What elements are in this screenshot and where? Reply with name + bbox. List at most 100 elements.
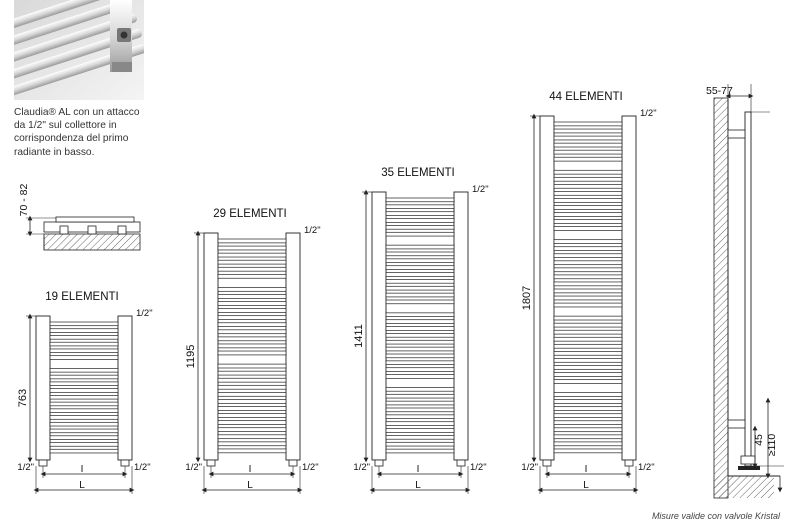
inlet-top-label: 1/2" bbox=[304, 225, 321, 236]
wall-distance-label: 55-77 bbox=[706, 85, 733, 97]
description-line: da 1/2" sul collettore in bbox=[14, 120, 117, 132]
heating-element bbox=[385, 353, 455, 359]
heating-element bbox=[217, 259, 287, 265]
heating-element bbox=[385, 374, 455, 379]
heating-element bbox=[385, 400, 455, 406]
description-line: corrispondenza del primo bbox=[14, 133, 129, 145]
heating-element bbox=[49, 408, 119, 413]
heating-element bbox=[49, 368, 119, 373]
heating-element bbox=[553, 267, 623, 273]
heating-element bbox=[49, 348, 119, 354]
heating-element bbox=[385, 360, 455, 365]
heating-element bbox=[217, 350, 287, 356]
bottom-connector bbox=[624, 459, 634, 467]
heating-element bbox=[553, 329, 623, 335]
inlet-bottom-left-label: 1/2" bbox=[17, 462, 34, 473]
heating-element bbox=[553, 135, 623, 141]
outer-width-label: L bbox=[583, 480, 589, 491]
height-label: 1195 bbox=[185, 345, 197, 369]
inlet-top-label: 1/2" bbox=[640, 108, 657, 119]
collector-right bbox=[117, 315, 133, 461]
heating-element bbox=[553, 343, 623, 349]
collector-left bbox=[539, 115, 555, 461]
heating-element bbox=[553, 142, 623, 148]
outer-width-label: L bbox=[79, 480, 85, 491]
heating-element bbox=[553, 406, 623, 411]
heating-element bbox=[49, 321, 119, 327]
bottom-connector bbox=[288, 459, 298, 467]
heating-element bbox=[385, 285, 455, 291]
heating-element bbox=[217, 322, 287, 327]
heating-element bbox=[385, 421, 455, 426]
heating-element bbox=[385, 448, 455, 454]
height-label: 1411 bbox=[353, 324, 365, 348]
heating-element bbox=[553, 121, 623, 127]
heating-element bbox=[217, 287, 287, 292]
heating-element bbox=[553, 434, 623, 440]
heating-element bbox=[553, 239, 623, 244]
heating-element bbox=[385, 339, 455, 345]
heating-element bbox=[217, 427, 287, 432]
heating-element bbox=[553, 212, 623, 217]
heating-element bbox=[385, 428, 455, 433]
heating-element bbox=[553, 176, 623, 182]
inlet-bottom-left-label: 1/2" bbox=[353, 462, 370, 473]
wall-bracket bbox=[727, 419, 746, 429]
bracket bbox=[59, 225, 69, 235]
inlet-bottom-right-label: 1/2" bbox=[638, 462, 655, 473]
heating-element bbox=[553, 295, 623, 301]
bottom-connector bbox=[456, 459, 466, 467]
heating-element bbox=[553, 315, 623, 321]
heating-element bbox=[385, 299, 455, 305]
heating-element bbox=[385, 231, 455, 237]
collector-left bbox=[35, 315, 51, 461]
heating-element bbox=[217, 420, 287, 425]
heating-element bbox=[385, 441, 455, 447]
heating-element bbox=[217, 266, 287, 272]
heating-element bbox=[49, 395, 119, 400]
radiator-photo-image bbox=[14, 0, 144, 100]
heating-element bbox=[385, 258, 455, 263]
collector-right bbox=[453, 191, 469, 461]
heating-element bbox=[217, 370, 287, 376]
heating-element bbox=[553, 358, 623, 363]
height-label: 763 bbox=[17, 389, 29, 407]
heating-element bbox=[385, 292, 455, 298]
heating-element bbox=[553, 253, 623, 258]
heating-element bbox=[553, 128, 623, 134]
heating-element bbox=[217, 441, 287, 447]
heating-element bbox=[217, 245, 287, 251]
top-view: 70 - 82 bbox=[18, 184, 141, 251]
inlet-top-label: 1/2" bbox=[472, 184, 489, 195]
heating-element bbox=[49, 428, 119, 434]
heating-element bbox=[49, 374, 119, 380]
bottom-connector bbox=[38, 459, 48, 467]
heating-element bbox=[553, 149, 623, 155]
heating-element bbox=[553, 246, 623, 251]
inlet-bottom-left-label: 1/2" bbox=[521, 462, 538, 473]
min-floor-label: ≥110 bbox=[766, 434, 778, 457]
heating-element bbox=[385, 244, 455, 250]
heating-element bbox=[553, 191, 623, 196]
heating-element bbox=[385, 312, 455, 317]
heating-element bbox=[553, 392, 623, 397]
heating-element bbox=[553, 274, 623, 280]
heating-element bbox=[385, 218, 455, 223]
heating-element bbox=[553, 420, 623, 425]
inner-width-label: I bbox=[249, 464, 252, 475]
heating-element bbox=[49, 415, 119, 420]
radiator-title: 29 ELEMENTI bbox=[213, 208, 287, 220]
description-line: radiante in basso. bbox=[14, 146, 95, 158]
radiator-title: 44 ELEMENTI bbox=[549, 91, 623, 103]
heating-element bbox=[49, 355, 119, 360]
heating-element bbox=[217, 238, 287, 244]
inlet-bottom-right-label: 1/2" bbox=[302, 462, 319, 473]
inner-width-label: I bbox=[417, 464, 420, 475]
heating-element bbox=[553, 184, 623, 189]
heating-element bbox=[553, 205, 623, 210]
heating-element bbox=[217, 363, 287, 369]
footnote: Misure valide con valvole Kristal bbox=[651, 511, 780, 521]
heating-element bbox=[553, 322, 623, 328]
